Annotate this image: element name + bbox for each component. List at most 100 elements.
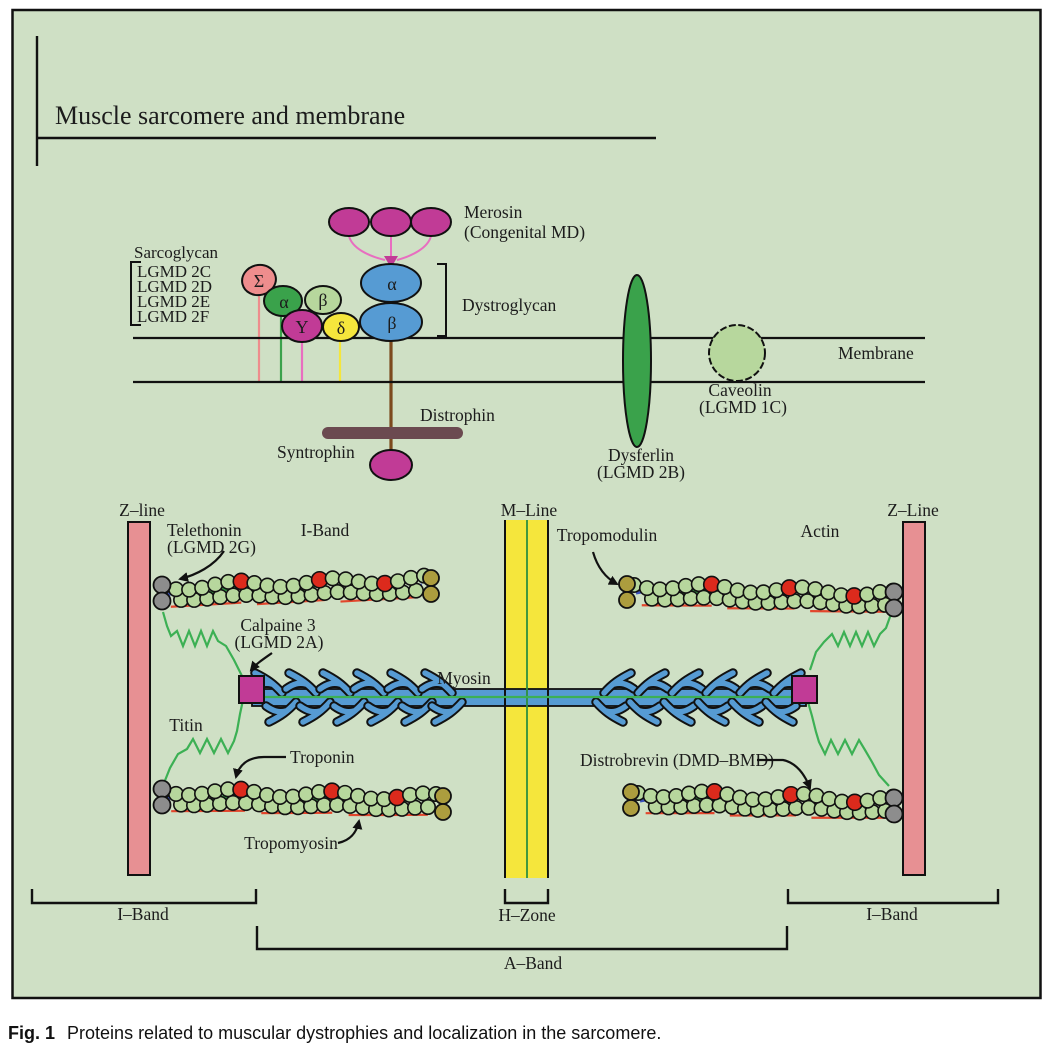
titin-zigzag-top-left bbox=[161, 611, 243, 677]
distrophin-label: Distrophin bbox=[420, 405, 495, 425]
calpaine-square-left bbox=[238, 675, 265, 704]
sarcomere-labels: Z–line Z–Line M–Line I-Band Telethonin (… bbox=[119, 500, 939, 853]
sarcoglycan-legend: Sarcoglycan LGMD 2C LGMD 2D LGMD 2E LGMD… bbox=[130, 243, 219, 326]
calpaine-arrow bbox=[249, 652, 273, 672]
actin-monomer bbox=[729, 582, 746, 599]
alpha-sarcoglycan-oval bbox=[263, 285, 303, 317]
dystroglycan-label: Dystroglycan bbox=[462, 295, 557, 315]
myosin-head bbox=[383, 668, 423, 698]
figure-caption-prefix: Fig. 1 bbox=[8, 1023, 55, 1043]
actin-monomer bbox=[755, 584, 772, 601]
myosin-head bbox=[735, 668, 775, 698]
m-line-band-borders bbox=[504, 520, 549, 878]
distrophin-rod bbox=[322, 427, 463, 439]
tropomodulin-bead bbox=[622, 799, 640, 817]
myosin-head bbox=[281, 668, 321, 698]
actin-filament bbox=[618, 575, 904, 618]
actin-monomer bbox=[246, 783, 263, 800]
actin-monomer bbox=[324, 570, 341, 587]
myosin-head bbox=[727, 697, 767, 727]
actin-monomer bbox=[181, 581, 198, 598]
i-band-right-bracket bbox=[786, 889, 1000, 905]
telethonin-bead bbox=[884, 582, 904, 602]
page-title: Muscle sarcomere and membrane bbox=[55, 101, 405, 130]
tropomodulin-label: Tropomodulin bbox=[557, 525, 658, 545]
sigma-letter: Σ bbox=[254, 271, 264, 291]
z-line-left-label: Z–line bbox=[119, 500, 165, 520]
tropomodulin-bead bbox=[434, 787, 452, 805]
m-line-label: M–Line bbox=[501, 500, 558, 520]
membrane-label: Membrane bbox=[838, 343, 914, 363]
myosin-head bbox=[261, 697, 301, 727]
telethonin-arrow bbox=[178, 550, 225, 582]
myosin-head bbox=[761, 697, 801, 727]
telethonin-label-1: Telethonin bbox=[167, 520, 242, 540]
caveolin-label-2: (LGMD 1C) bbox=[699, 397, 787, 417]
dystrophin-syntrophin: Distrophin Syntrophin bbox=[277, 405, 495, 481]
actin-monomer bbox=[284, 788, 301, 805]
caveolin-label-1: Caveolin bbox=[708, 380, 771, 400]
myosin-head bbox=[315, 668, 355, 698]
telethonin-bead bbox=[152, 591, 172, 611]
merosin-arrowhead bbox=[384, 256, 398, 268]
myosin-head bbox=[329, 697, 369, 727]
actin-monomer bbox=[194, 785, 211, 802]
myosin-head bbox=[667, 668, 707, 698]
dysferlin-label-1: Dysferlin bbox=[608, 445, 674, 465]
merosin-oval bbox=[328, 207, 370, 237]
actin-monomer bbox=[794, 579, 811, 596]
i-band-left-label: I–Band bbox=[117, 904, 169, 924]
telethonin-bead bbox=[152, 575, 172, 595]
actin-monomer bbox=[859, 792, 876, 809]
actin-label: Actin bbox=[801, 521, 840, 541]
sarcoglycan-item: LGMD 2E bbox=[137, 292, 210, 311]
merosin-label-2: (Congenital MD) bbox=[464, 222, 585, 242]
tropomodulin-bead bbox=[422, 585, 440, 603]
myosin-head bbox=[633, 668, 673, 698]
sarcoglycan-item: LGMD 2F bbox=[137, 307, 209, 326]
actin-monomer bbox=[258, 787, 275, 804]
actin-monomer bbox=[285, 577, 302, 594]
alpha-letter: α bbox=[279, 292, 289, 312]
actin-monomer bbox=[337, 571, 354, 588]
calpaine-label-2: (LGMD 2A) bbox=[235, 632, 324, 652]
alpha-dystroglycan-letter: α bbox=[387, 274, 397, 294]
distrobrevin-arrow bbox=[757, 758, 812, 790]
myosin-head bbox=[625, 697, 665, 727]
actin-monomer bbox=[329, 584, 346, 601]
actin-filament bbox=[152, 567, 440, 611]
myosin-head bbox=[693, 697, 733, 727]
actin-monomer bbox=[349, 787, 366, 804]
actin-monomer bbox=[259, 577, 276, 594]
z-line-right-bar bbox=[902, 521, 926, 876]
tropomodulin-arrow bbox=[591, 551, 619, 585]
myosin-head bbox=[349, 668, 389, 698]
myosin-label: Myosin bbox=[437, 668, 491, 688]
delta-letter: δ bbox=[337, 318, 345, 338]
i-band-right-label: I–Band bbox=[866, 904, 918, 924]
myosin-head bbox=[363, 697, 403, 727]
actin-filament bbox=[152, 779, 452, 821]
dystroglycan-complex: α β Dystroglycan bbox=[359, 263, 557, 342]
troponin-arrow bbox=[233, 755, 286, 779]
titin-zigzag-bottom-right bbox=[806, 701, 890, 787]
z-line-left-bar bbox=[127, 521, 151, 876]
h-zone-bracket bbox=[503, 889, 550, 905]
sarcoglycan-letters: Σ α β Y δ bbox=[254, 271, 345, 338]
gamma-letter: Y bbox=[296, 317, 309, 337]
sarcoglycan-bracket bbox=[130, 261, 141, 326]
a-band-label: A–Band bbox=[504, 953, 563, 973]
titin-zigzag-top-right bbox=[808, 613, 893, 671]
telethonin-bead bbox=[884, 788, 904, 808]
telethonin-label-2: (LGMD 2G) bbox=[167, 537, 256, 557]
dysferlin: Dysferlin (LGMD 2B) bbox=[597, 274, 685, 482]
actin-monomer bbox=[181, 787, 198, 804]
actin-monomer bbox=[194, 579, 211, 596]
dysferlin-label-2: (LGMD 2B) bbox=[597, 462, 685, 482]
actin-monomer bbox=[677, 577, 694, 594]
actin-monomer bbox=[401, 786, 418, 803]
band-brackets bbox=[30, 889, 1000, 951]
distrobrevin-label: Distrobrevin (DMD–BMD) bbox=[580, 750, 774, 770]
